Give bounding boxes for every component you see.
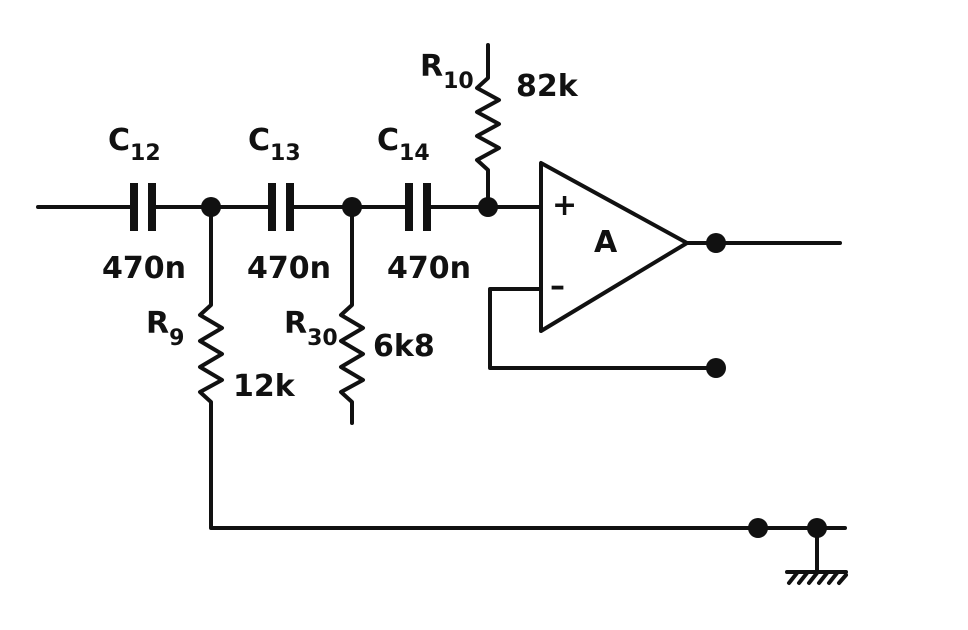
ground-icon [785,526,848,585]
minus-sign: – [550,269,565,304]
junction-c13-c14 [342,197,362,217]
value-r9: 12k [233,369,296,404]
junction-plus-input [478,197,498,217]
feedback-wire [488,287,718,370]
capacitor-c13 [268,183,294,231]
resistor-r10 [475,43,501,209]
label-r30: R30 [284,306,338,351]
value-c13: 470n [247,251,331,286]
capacitor-c12 [130,183,156,231]
label-r9: R9 [146,306,184,351]
resistor-r9 [198,205,760,530]
capacitor-c14 [405,183,431,231]
label-r10: R10 [420,49,474,94]
value-r30: 6k8 [373,329,435,364]
label-c12: C12 [108,123,161,166]
label-c14: C14 [377,123,430,166]
resistor-r30 [339,205,365,425]
junction-ground-right [807,518,827,538]
value-r10: 82k [516,69,579,104]
value-c14: 470n [387,251,471,286]
label-c13: C13 [248,123,301,166]
opamp-a [539,161,689,333]
junction-feedback [706,358,726,378]
value-c12: 470n [102,251,186,286]
plus-sign: + [552,188,577,223]
opamp-label: A [594,225,618,260]
junction-ground-left [748,518,768,538]
junction-c12-c13 [201,197,221,217]
junction-output [706,233,726,253]
